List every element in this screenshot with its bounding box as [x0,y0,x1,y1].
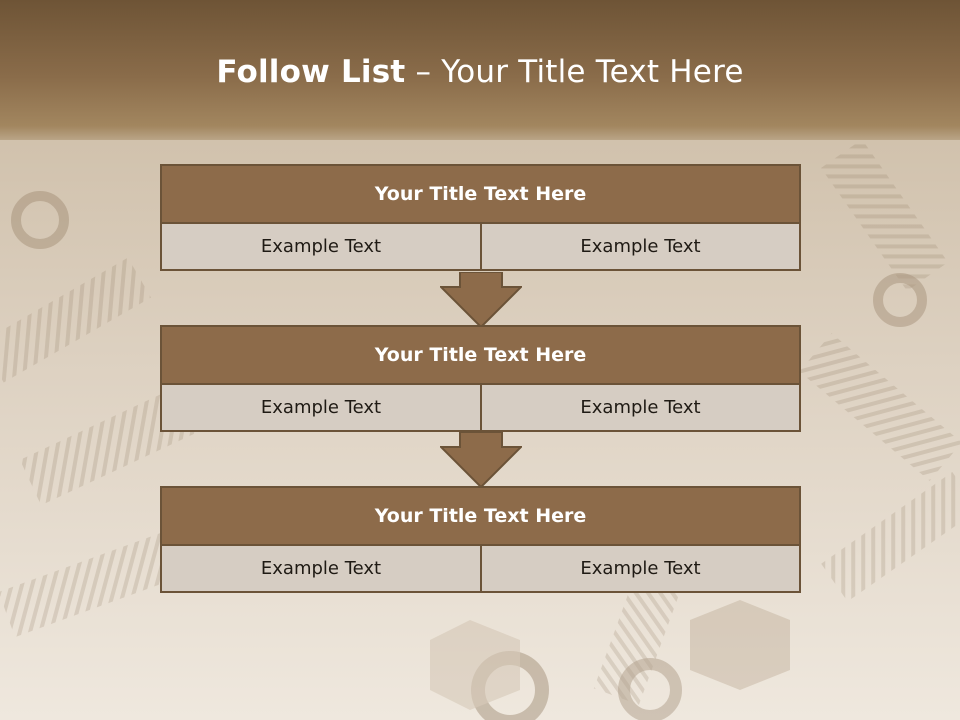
step-box-1: Your Title Text Here Example Text Exampl… [160,164,801,271]
step-1-left-cell: Example Text [162,224,482,269]
step-title-3: Your Title Text Here [162,488,799,546]
step-title-1: Your Title Text Here [162,166,799,224]
step-2-right-cell: Example Text [482,385,799,430]
step-box-3: Your Title Text Here Example Text Exampl… [160,486,801,593]
title-band [0,0,960,140]
step-3-right-cell: Example Text [482,546,799,591]
step-3-left-cell: Example Text [162,546,482,591]
title-bold-part: Follow List [216,54,406,90]
down-arrow-icon [440,432,522,488]
step-2-left-cell: Example Text [162,385,482,430]
step-box-2: Your Title Text Here Example Text Exampl… [160,325,801,432]
slide-title: Follow List – Your Title Text Here [0,54,960,90]
title-rest-part: – Your Title Text Here [405,54,744,90]
step-1-right-cell: Example Text [482,224,799,269]
step-title-2: Your Title Text Here [162,327,799,385]
down-arrow-icon [440,272,522,328]
